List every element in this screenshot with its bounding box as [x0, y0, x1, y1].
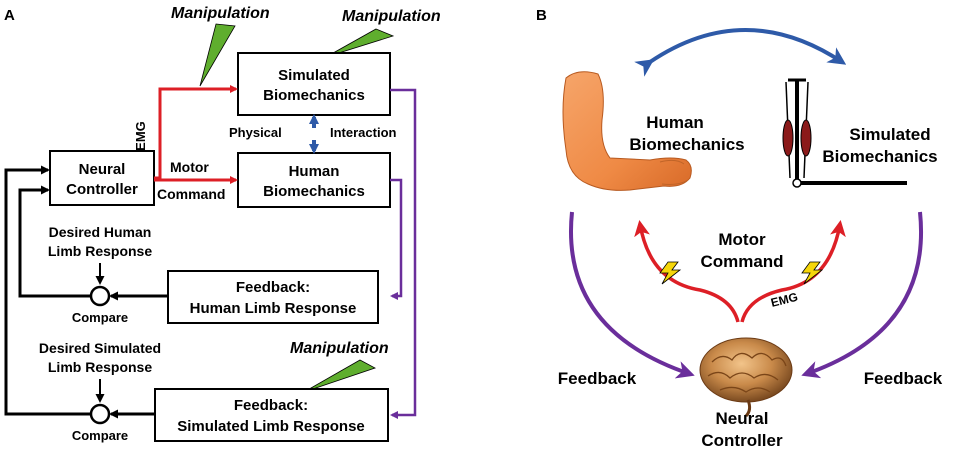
human-biomechanics-line1: Human — [289, 163, 340, 180]
emg-label-b: EMG — [769, 290, 799, 310]
manipulation-wedge-3 — [303, 359, 377, 393]
neural-controller-b-line2: Controller — [701, 431, 783, 450]
feedback-arrow-left — [569, 211, 695, 379]
command-label-b: Command — [700, 252, 783, 271]
desired-human-line1: Desired Human — [49, 224, 152, 240]
emg-arrow — [154, 85, 238, 180]
physical-label: Physical — [229, 125, 282, 140]
simulated-biomechanics-line1: Simulated — [278, 67, 350, 84]
desired-simulated-line1: Desired Simulated — [39, 340, 161, 356]
feedback-human-box — [167, 270, 379, 324]
neural-controller-line1: Neural — [79, 161, 126, 178]
simulated-arm-image — [782, 78, 907, 188]
neural-controller-b-line1: Neural — [716, 409, 769, 428]
motor-label: Motor — [170, 159, 209, 175]
feedback-right-label: Feedback — [864, 369, 943, 388]
human-arm-image — [562, 71, 692, 191]
feedback-simulated-box — [154, 388, 389, 442]
manipulation-label-2: Manipulation — [342, 8, 441, 25]
compare-node-human — [89, 285, 111, 307]
simulated-biomechanics-b-line1: Simulated — [849, 125, 930, 144]
feedback-human-line2: Human Limb Response — [190, 300, 357, 317]
manipulation-wedge-2 — [325, 28, 395, 58]
human-biomechanics-line2: Biomechanics — [263, 183, 365, 200]
manipulation-wedge-1 — [199, 23, 236, 87]
motor-command-arrow-right — [740, 220, 846, 323]
simulated-biomechanics-line2: Biomechanics — [263, 87, 365, 104]
manipulation-label-3: Manipulation — [290, 340, 389, 357]
simulated-loop-arrow — [4, 165, 91, 416]
lightning-icon-right — [801, 261, 824, 285]
feedback-simulated-line2: Simulated Limb Response — [177, 418, 365, 435]
human-feedback-path — [390, 178, 403, 300]
desired-simulated-line2: Limb Response — [48, 359, 152, 375]
motor-label-b: Motor — [718, 230, 766, 249]
human-biomechanics-b-line2: Biomechanics — [629, 135, 744, 154]
human-biomechanics-b-line1: Human — [646, 113, 704, 132]
compare-node-simulated — [89, 403, 111, 425]
compare-label-human: Compare — [72, 310, 128, 325]
lightning-icon-left — [659, 261, 682, 285]
emg-label: EMG — [133, 121, 148, 151]
interaction-label: Interaction — [330, 125, 397, 140]
compare-label-simulated: Compare — [72, 428, 128, 443]
neural-controller-line2: Controller — [66, 181, 138, 198]
panel-b-label: B — [536, 7, 547, 24]
motor-command-arrow-left — [634, 220, 740, 323]
brain-image — [699, 337, 793, 418]
feedback-arrow-right — [801, 211, 923, 379]
simulated-biomechanics-b-line2: Biomechanics — [822, 147, 937, 166]
human-loop-arrow — [18, 185, 91, 298]
physical-interaction-double-arrow — [634, 28, 847, 77]
desired-human-line2: Limb Response — [48, 243, 152, 259]
command-label: Command — [157, 186, 225, 202]
panel-a-label: A — [4, 7, 15, 24]
simulated-feedback-path — [390, 88, 417, 419]
feedback-simulated-line1: Feedback: — [234, 397, 308, 414]
simulated-biomechanics-box — [237, 52, 391, 116]
feedback-human-line1: Feedback: — [236, 279, 310, 296]
manipulation-label-1: Manipulation — [171, 5, 270, 22]
feedback-left-label: Feedback — [558, 369, 637, 388]
